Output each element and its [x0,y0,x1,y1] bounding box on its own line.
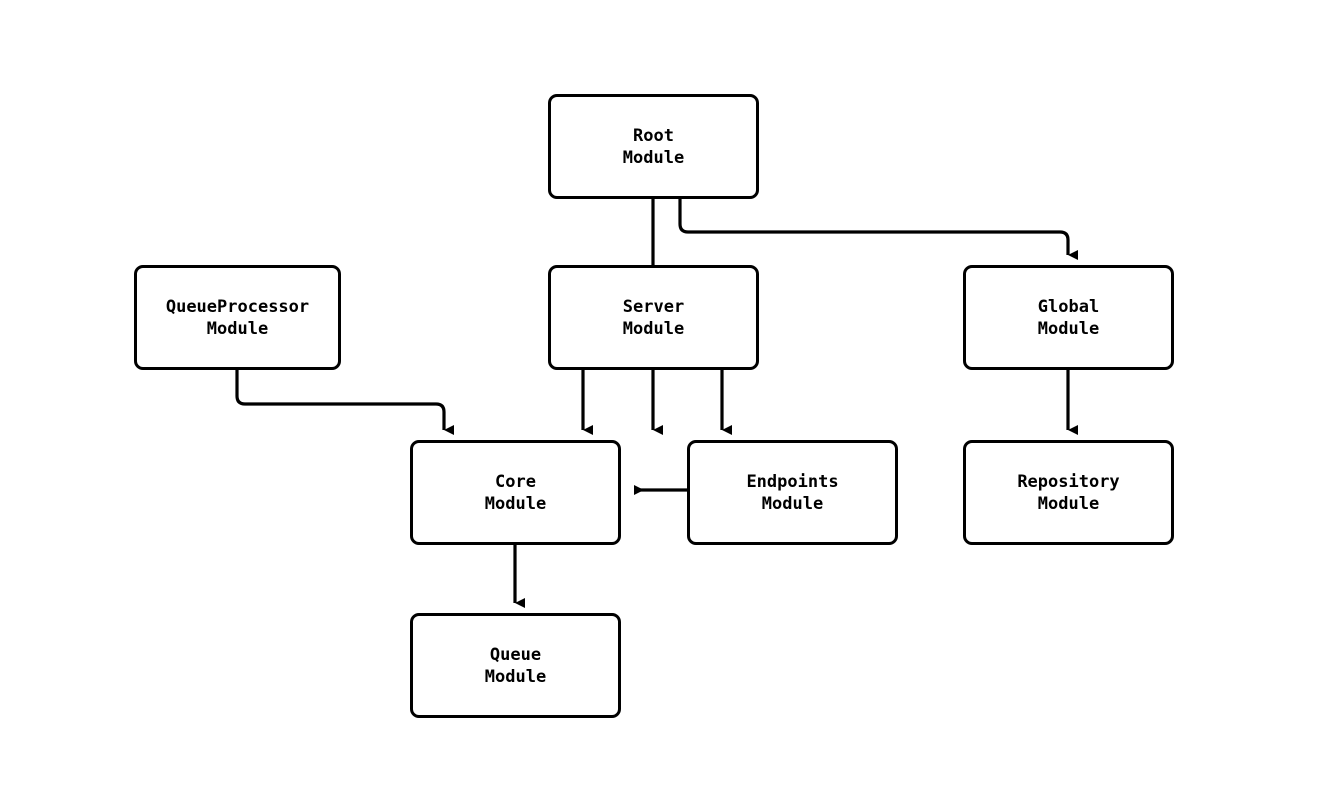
node-queue-module-label: Queue Module [484,644,547,687]
edge-queueprocessor-to-core [235,370,454,435]
edge-root-to-global [678,199,1078,260]
node-queue-module[interactable]: Queue Module [410,613,621,718]
node-root-module-label: Root Module [622,125,685,168]
node-server-module-label: Server Module [622,296,685,339]
node-core-module[interactable]: Core Module [410,440,621,545]
node-root-module[interactable]: Root Module [548,94,759,199]
node-global-module[interactable]: Global Module [963,265,1174,370]
node-endpoints-module-label: Endpoints Module [746,471,839,514]
node-repository-module-label: Repository Module [1017,471,1120,514]
node-queueprocessor-module-label: QueueProcessor Module [165,296,310,339]
node-queueprocessor-module[interactable]: QueueProcessor Module [134,265,341,370]
node-server-module[interactable]: Server Module [548,265,759,370]
node-endpoints-module[interactable]: Endpoints Module [687,440,898,545]
node-repository-module[interactable]: Repository Module [963,440,1174,545]
node-global-module-label: Global Module [1037,296,1100,339]
node-core-module-label: Core Module [484,471,547,514]
